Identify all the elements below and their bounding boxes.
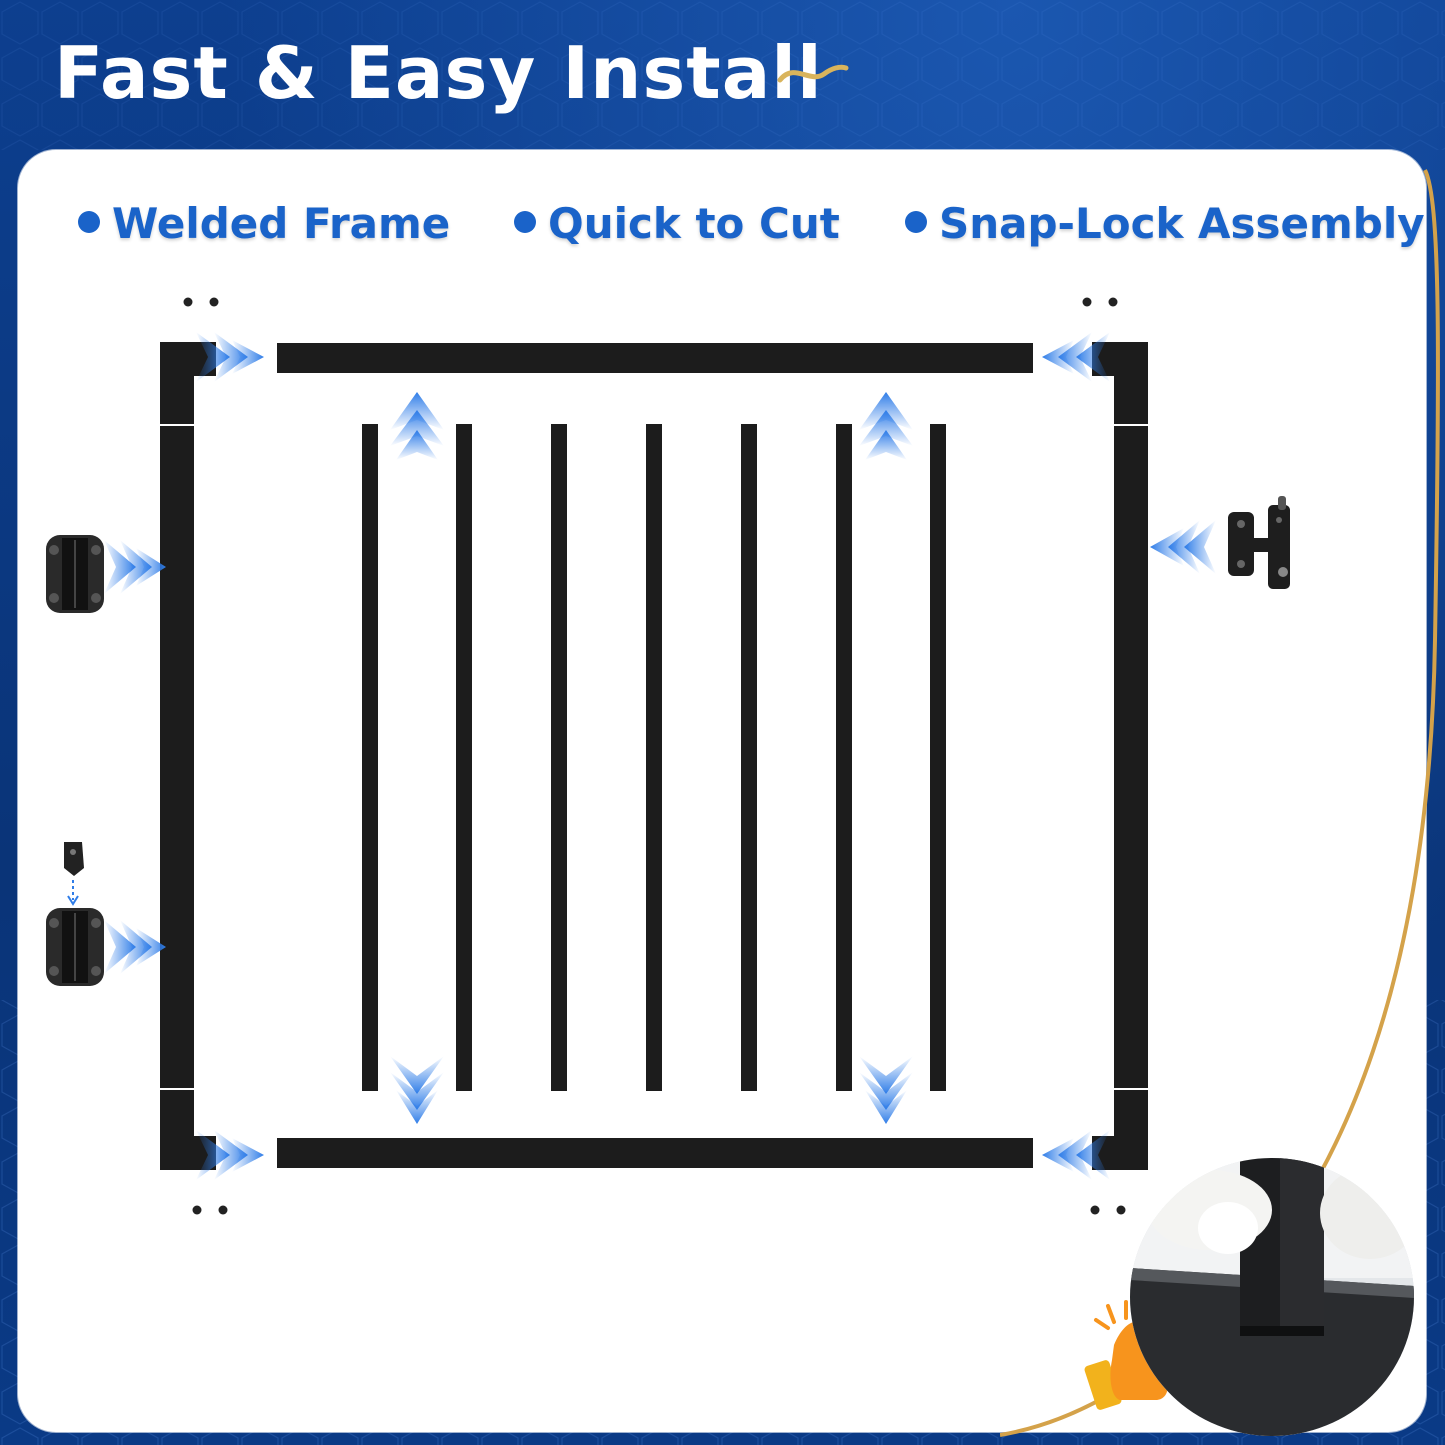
arrow-icon [196,332,264,382]
arrow-icon [104,540,166,594]
picket [741,424,757,1091]
corner-bottom-right [1092,1090,1148,1170]
hinge-icon [46,908,104,986]
arrow-icon [1150,520,1216,574]
feature-label: Snap-Lock Assembly [939,199,1425,248]
arrow-icon [390,1056,444,1124]
picket [836,424,852,1091]
hinge-cap-icon [64,842,84,906]
feature-snap-lock-assembly: Snap-Lock Assembly [905,196,1425,252]
arrow-icon [1042,332,1110,382]
swoosh-icon [777,64,849,83]
picket [646,424,662,1091]
feature-label: Welded Frame [112,199,451,248]
picket [930,424,946,1091]
corner-dots [183,297,1126,1215]
page-title: Fast & Easy Install [54,31,823,115]
bottom-rail [277,1138,1033,1168]
arrow-icon [1042,1130,1110,1180]
top-rail [277,343,1033,373]
bullet-dot [905,211,927,233]
corner-top-right [1092,342,1148,424]
arrow-icon [859,1056,913,1124]
feature-welded-frame: Welded Frame [78,196,450,252]
corner-bottom-left [160,1090,216,1170]
feature-quick-to-cut: Quick to Cut [514,196,840,252]
closeup-illustration [1130,1158,1414,1436]
bullet-dot [78,211,100,233]
arrow-icon [104,920,166,974]
pickets [362,424,946,1091]
arrow-icon [859,392,913,460]
picket [551,424,567,1091]
arrow-icon [390,392,444,460]
snap-lock-closeup [1130,1158,1414,1436]
bullet-dot [514,211,536,233]
hinge-icon [46,535,104,613]
left-post [160,426,194,1088]
latch-icon [1228,496,1290,589]
right-post [1114,426,1148,1088]
thumbs-up-icon [1084,1300,1173,1410]
arrow-icon [196,1130,264,1180]
feature-label: Quick to Cut [548,199,840,248]
picket [456,424,472,1091]
picket [362,424,378,1091]
